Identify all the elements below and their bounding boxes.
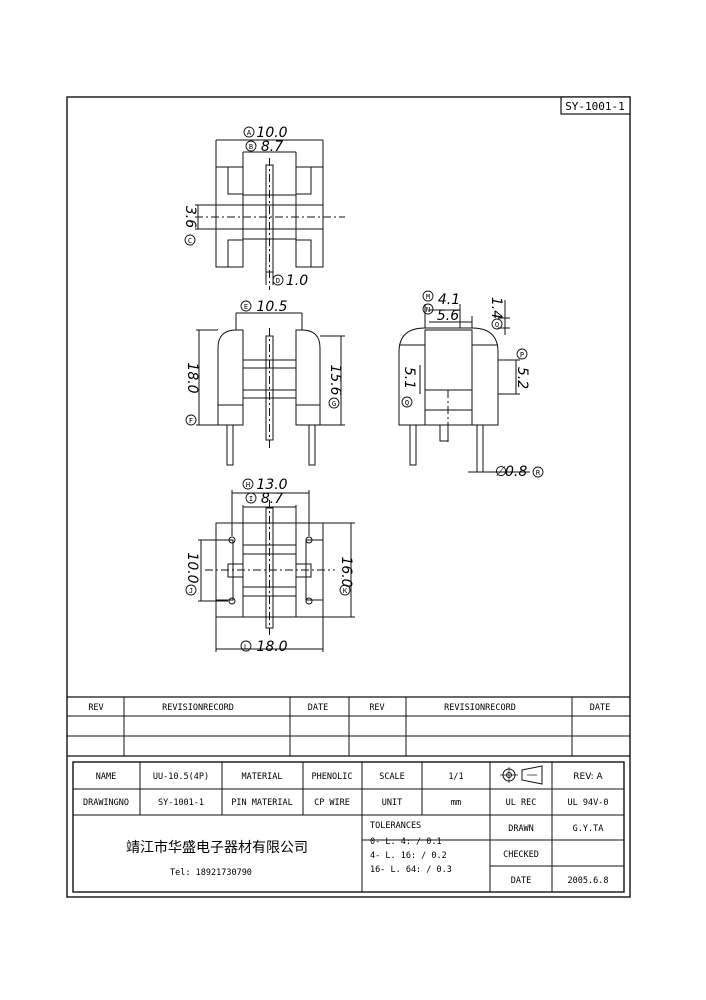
drawn-label: DRAWN — [508, 824, 534, 834]
dim-q-label: 5.1 — [401, 367, 417, 389]
marker-b: B — [249, 143, 253, 151]
marker-j: J — [189, 587, 193, 595]
marker-n: N — [426, 306, 430, 314]
marker-p: P — [520, 351, 524, 359]
material-label: MATERIAL — [242, 772, 283, 782]
marker-m: M — [426, 293, 430, 301]
marker-g: G — [332, 400, 336, 408]
dim-n-label: 5.6 — [437, 308, 459, 324]
top-view — [195, 139, 345, 290]
company-name: 靖江市华盛电子器材有限公司 — [126, 839, 308, 856]
drawing-number-box: SY-1001-1 — [560, 96, 631, 115]
dim-g-label: 15.6 — [327, 364, 343, 395]
revision-table — [67, 696, 630, 757]
material-value: PHENOLIC — [312, 772, 353, 782]
name-value: UU-10.5(4P) — [153, 772, 209, 782]
scale-value: 1/1 — [448, 772, 463, 782]
dim-f-label: 18.0 — [184, 362, 200, 393]
tolerance-line-1: 0- L. 4: / 0.1 — [370, 837, 442, 847]
checked-label: CHECKED — [503, 850, 539, 860]
dim-o-label: 1.4 — [488, 297, 504, 319]
marker-d: D — [276, 277, 280, 285]
drawing-border — [66, 96, 631, 898]
marker-i: I — [249, 495, 253, 503]
dim-c-label: 3.6 — [182, 206, 198, 228]
date-label: DATE — [511, 876, 531, 886]
marker-q: Q — [405, 399, 409, 407]
drawing-no-value: SY-1001-1 — [158, 798, 204, 808]
pin-material-label: PIN MATERIAL — [231, 798, 292, 808]
date-value: 2005.6.8 — [568, 876, 609, 886]
tolerances-label: TOLERANCES — [370, 821, 421, 831]
dim-d-label: 1.0 — [286, 273, 308, 289]
title-block — [72, 761, 625, 893]
bottom-view-dimensions: H 13.0 I 8.7 10.0 J 16.0 K L 18.0 — [184, 477, 354, 655]
side-view — [398, 300, 530, 473]
dim-l-label: 18.0 — [256, 639, 287, 655]
tolerance-line-2: 4- L. 16: / 0.2 — [370, 851, 447, 861]
marker-r: R — [536, 469, 541, 477]
diameter-symbol: ∅ — [495, 464, 507, 480]
rev-header-2: REV — [369, 703, 384, 713]
dim-m-label: 4.1 — [438, 292, 460, 308]
top-view-dimensions: A 10.0 B 8.7 3.6 C D 1.0 — [182, 125, 308, 289]
dim-a-label: 10.0 — [256, 125, 287, 141]
marker-f: F — [189, 417, 193, 425]
company-tel: Tel: 18921730790 — [170, 868, 252, 878]
rev-value: REV: A — [573, 772, 603, 782]
scale-label: SCALE — [379, 772, 405, 782]
side-view-dimensions: M 4.1 N 5.6 1.4 O P 5.2 5.1 Q ∅ 0.8 R — [401, 290, 544, 480]
unit-label: UNIT — [382, 798, 402, 808]
marker-c: C — [188, 237, 192, 245]
front-view-dimensions: E 10.5 18.0 F 15.6 G — [184, 299, 343, 426]
revision-record-header-2: REVISIONRECORD — [444, 703, 516, 713]
marker-k: K — [343, 587, 348, 595]
dim-r-label: 0.8 — [505, 464, 527, 480]
revision-record-header-1: REVISIONRECORD — [162, 703, 234, 713]
drawing-no-label: DRAWINGNO — [83, 798, 129, 808]
front-view — [196, 312, 345, 466]
marker-l: L — [244, 643, 248, 651]
marker-a: A — [247, 129, 252, 137]
dim-p-label: 5.2 — [514, 367, 530, 389]
drawing-number-box-text: SY-1001-1 — [565, 100, 625, 113]
date-header-1: DATE — [308, 703, 328, 713]
rev-header-1: REV — [88, 703, 103, 713]
marker-o: O — [495, 321, 499, 329]
dim-j-label: 10.0 — [184, 552, 200, 583]
dim-b-label: 8.7 — [261, 139, 283, 155]
marker-e: E — [244, 303, 248, 311]
tolerance-line-3: 16- L. 64: / 0.3 — [370, 865, 452, 875]
pin-material-value: CP WIRE — [314, 798, 350, 808]
ul-rec-label: UL REC — [506, 798, 537, 808]
unit-value: mm — [451, 798, 461, 808]
drawn-value: G.Y.TA — [573, 824, 604, 834]
dim-e-label: 10.5 — [256, 299, 287, 315]
dim-k-label: 16.0 — [338, 556, 354, 587]
revision-table-headers: REV REVISIONRECORD DATE REV REVISIONRECO… — [88, 703, 610, 713]
name-label: NAME — [96, 772, 116, 782]
ul-rec-value: UL 94V-0 — [568, 798, 609, 808]
dim-h-label: 13.0 — [256, 477, 287, 493]
dim-i-label: 8.7 — [261, 491, 283, 507]
marker-h: H — [246, 481, 250, 489]
date-header-2: DATE — [590, 703, 610, 713]
bottom-view — [198, 490, 355, 652]
title-block-text: NAME UU-10.5(4P) MATERIAL PHENOLIC SCALE… — [83, 772, 609, 886]
